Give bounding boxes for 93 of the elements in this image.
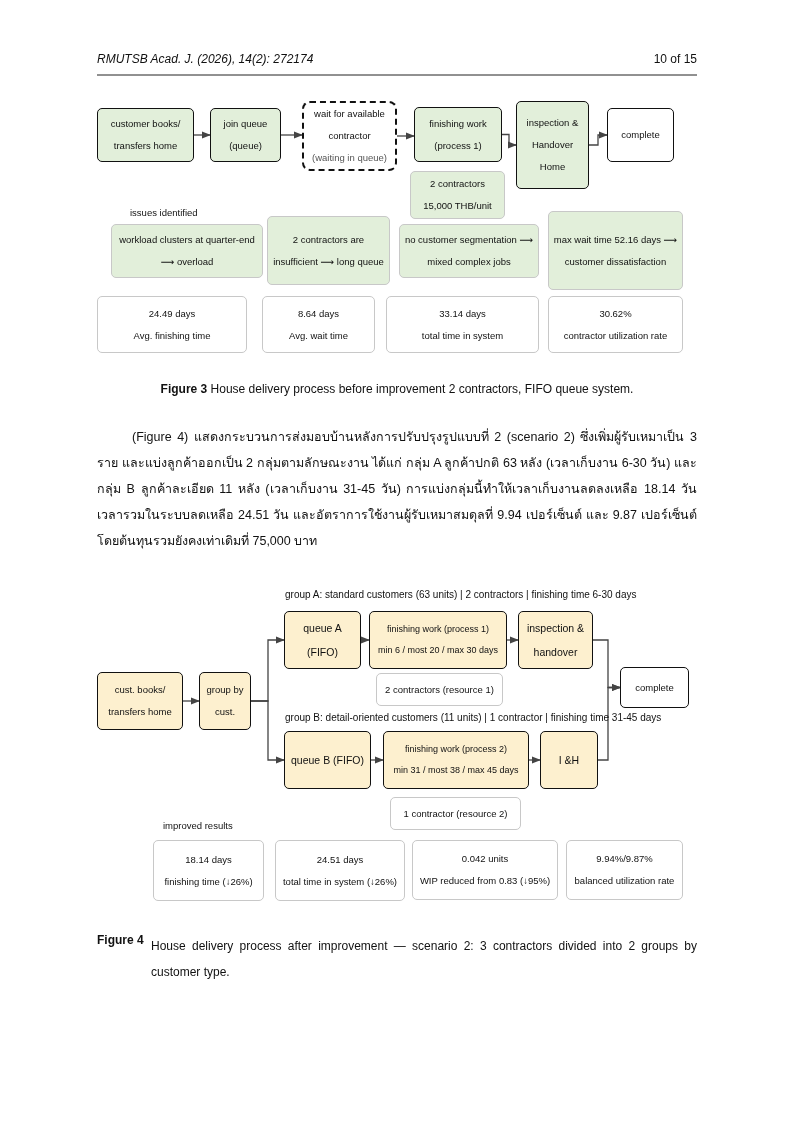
arrow	[250, 700, 285, 764]
process-box	[97, 108, 194, 162]
group-label: group B: detail-oriented customers (11 units) | 1 contractor | finishing time 31-45 days	[285, 712, 662, 723]
process-box	[516, 101, 589, 189]
box-text: (waiting in queue)	[312, 150, 387, 165]
box-text: no customer segmentation ⟶ mixed complex jobs	[403, 233, 535, 269]
issue-box	[267, 216, 390, 285]
box-text: 2 contractors	[430, 177, 485, 192]
arrow	[193, 131, 211, 139]
metric-value: 24.51 days	[316, 852, 364, 867]
box-text: finishing work (process 1)	[428, 116, 488, 153]
metric-value: 2 contractors (resource 1)	[385, 682, 494, 697]
group-label: group A: standard customers (63 units) | 2 contractors | finishing time 6-30 days	[285, 589, 637, 600]
arrow	[528, 756, 541, 764]
box-text: queue A (FIFO)	[302, 620, 343, 660]
arrow	[501, 133, 517, 149]
figure-label: Figure 4	[97, 933, 144, 947]
metric-card	[275, 840, 405, 901]
process-box	[540, 731, 598, 789]
metric-value: 0.042 units	[461, 852, 509, 867]
metric-label: total time in system	[421, 328, 504, 343]
metric-value: 18.14 days	[185, 852, 232, 867]
resource-box	[376, 673, 503, 706]
metric-card	[412, 840, 558, 900]
metric-value: 33.14 days	[439, 306, 486, 321]
paragraph: (Figure 4) แสดงกระบวนการส่งมอบบ้านหลังการปรับปรุงรูปแบบที่ 2 (scenario 2) ซึ่งเพิ่มผู้รับเหมาเป็น 3 ราย และแบ่งลูกค้าออกเป็น 2 กลุ่มตามลักษณะงาน ได้แก่ กลุ่ม A ลูกค้าปกติ 63 หลัง (เวลาเก็บงาน 6-30 วัน) และกลุ่ม B ลูกค้าละเอียด 11 หลัง (เวลาเก็บงาน 31-45 วัน) การแบ่งกลุ่มนี้ทำให้เวลาเก็บงานลดลงเหลือ 18.14 วัน เวลารวมในระบบลดเหลือ 24.51 วัน และอัตราการใช้งานผู้รับเหมาสมดุลที่ 9.94 เปอร์เซ็นต์ และ 9.87 เปอร์เซ็นต์ โดยต้นทุนรวมยังคงเท่าเดิมที่ 75,000 บาท	[97, 427, 697, 551]
metric-card	[548, 296, 683, 353]
process-box	[369, 611, 507, 669]
figure-caption: House delivery process after improvement — scenario 2: 3 contractors divided into 2 groups by customer type.	[151, 938, 697, 981]
resource-box	[390, 797, 521, 830]
box-text: queue B (FIFO)	[291, 752, 364, 768]
box-text: finishing work (process 1)	[386, 623, 489, 637]
metric-value: 9.94%/9.87%	[596, 852, 653, 867]
box-text: join queue (queue)	[222, 117, 269, 153]
process-box	[210, 108, 281, 162]
page-number: 10 of 15	[653, 52, 697, 66]
metric-label: total time in system (↓26%)	[282, 874, 397, 889]
metric-value: 24.49 days	[148, 306, 196, 321]
queue-box	[284, 611, 361, 669]
queue-box	[284, 731, 371, 789]
process-box	[199, 672, 251, 730]
arrow	[370, 756, 384, 764]
box-text: complete	[621, 128, 660, 143]
metric-value: 30.62%	[599, 306, 632, 321]
box-text: group by cust.	[205, 683, 245, 719]
metric-label: Avg. finishing time	[133, 328, 211, 343]
metric-label: finishing time (↓26%)	[164, 874, 253, 889]
metric-label: WIP reduced from 0.83 (↓95%)	[419, 874, 551, 888]
arrow	[182, 697, 200, 705]
box-text: cust. books/ transfers home	[107, 683, 173, 719]
box-text: customer books/ transfers home	[109, 117, 182, 153]
metric-value: 1 contractor (resource 2)	[403, 806, 508, 821]
box-text: inspection & Handover Home	[525, 116, 580, 174]
arrow	[360, 636, 370, 644]
metric-label: balanced utilization rate	[574, 874, 675, 888]
box-text: min 31 / most 38 / max 45 days	[393, 764, 519, 777]
process-box	[414, 107, 502, 162]
issue-box	[111, 224, 263, 278]
box-text: 2 contractors are insufficient ⟶ long queue	[272, 232, 385, 269]
box-text: max wait time 52.16 days ⟶ customer dissatisfaction	[552, 232, 679, 269]
arrow	[280, 131, 303, 139]
process-box	[383, 731, 529, 789]
metric-label: contractor utilization rate	[563, 328, 668, 343]
box-text: 15,000 THB/unit	[423, 199, 492, 213]
section-label: improved results	[163, 820, 233, 831]
figure-caption: Figure 3 House delivery process before improvement 2 contractors, FIFO queue system.	[159, 382, 635, 396]
end-box	[620, 667, 689, 708]
metric-value: 8.64 days	[297, 306, 340, 321]
box-text: min 6 / most 20 / max 30 days	[377, 644, 499, 657]
box-text: I &H	[558, 752, 580, 768]
box-text: complete	[635, 680, 674, 695]
metric-card	[97, 296, 247, 353]
waiting-box	[302, 101, 397, 171]
arrow	[506, 636, 519, 644]
end-box	[607, 108, 674, 162]
box-text: inspection & handover	[525, 620, 586, 660]
metric-card	[566, 840, 683, 900]
running-header: RMUTSB Acad. J. (2026), 14(2): 272174	[97, 52, 314, 66]
arrow	[588, 131, 608, 146]
process-box	[518, 611, 593, 669]
box-text: finishing work (process 2)	[404, 743, 507, 757]
process-box	[97, 672, 183, 730]
issue-box	[399, 224, 539, 278]
metric-card	[153, 840, 264, 901]
box-text: workload clusters at quarter-end ⟶ overload	[118, 233, 256, 269]
resource-box	[410, 171, 505, 219]
issue-box	[548, 211, 683, 290]
arrow	[396, 132, 415, 140]
box-text: wait for available contractor	[313, 107, 386, 144]
arrow	[597, 683, 621, 761]
metric-card	[386, 296, 539, 353]
metric-card	[262, 296, 375, 353]
metric-label: Avg. wait time	[289, 328, 348, 343]
